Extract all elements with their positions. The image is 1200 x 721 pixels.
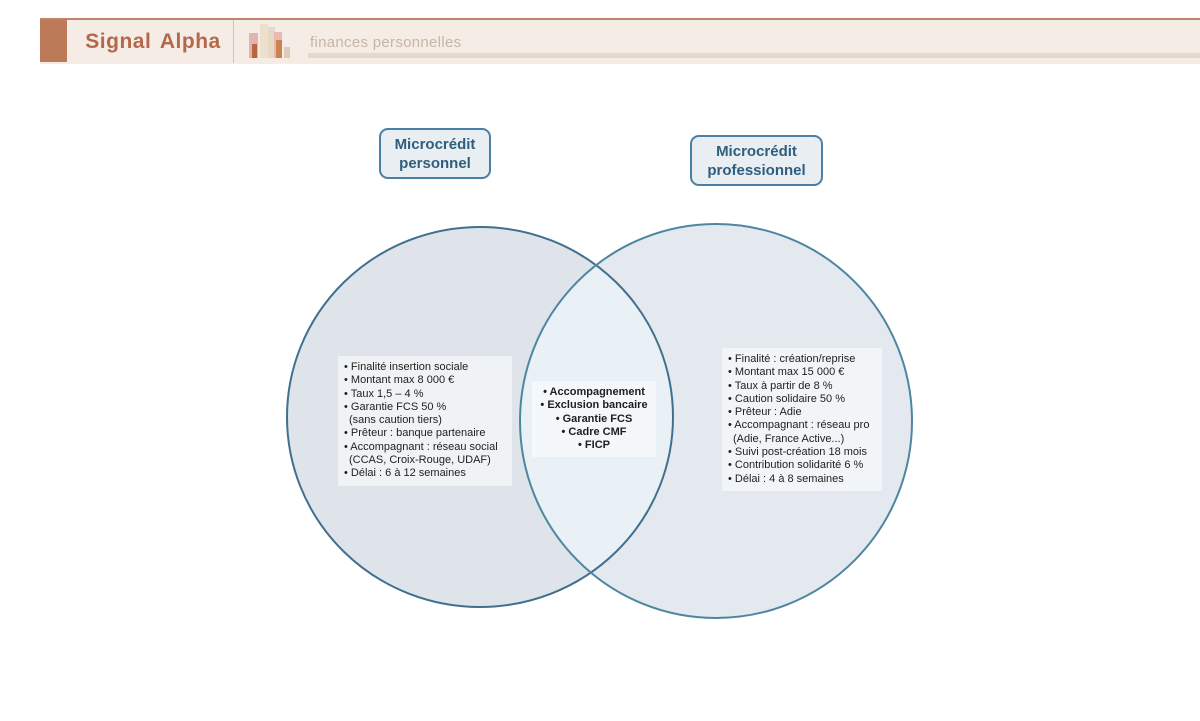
list-item: • Finalité : création/reprise [728, 353, 856, 365]
bar-chart-icon-bar [276, 40, 282, 58]
list-item: • Prêteur : banque partenaire [344, 427, 486, 440]
list-item-continuation: (sans caution tiers) [349, 414, 442, 427]
header-divider [233, 20, 234, 63]
list-item-continuation: (Adie, France Active...) [733, 432, 845, 445]
right-title-line1: Microcrédit [716, 142, 797, 160]
topic-input[interactable]: finances personnelles [308, 18, 1200, 64]
topic-underline [308, 53, 1200, 58]
list-item: • Suivi post-création 18 mois [728, 446, 867, 459]
right-circle-title: Microcrédit professionnel [690, 135, 823, 186]
right-circle-outline [519, 223, 913, 619]
brand-title: Signal Alpha [85, 30, 221, 53]
list-item: • Accompagnant : réseau pro [728, 419, 870, 432]
list-item: • Exclusion bancaire [540, 399, 648, 412]
list-item: • Prêteur : Adie [728, 406, 802, 419]
left-title-line2: personnel [399, 154, 471, 172]
intersection-lens [520, 227, 673, 607]
bar-chart-icon [246, 22, 292, 58]
list-item: • Contribution solidarité 6 % [728, 459, 864, 472]
list-item: • Délai : 6 à 12 semaines [344, 467, 466, 480]
bar-chart-icon-bar [268, 27, 275, 58]
bar-chart-icon-bar [252, 44, 257, 58]
list-item: • Montant max 15 000 € [728, 366, 845, 379]
list-item: • FICP [578, 439, 610, 452]
topic-text: finances personnelles [310, 34, 462, 51]
list-item: • Cadre CMF [561, 425, 627, 438]
left-circle-list: • Finalité insertion sociale • Montant m… [338, 356, 512, 486]
list-item: • Caution solidaire 50 % [728, 392, 845, 405]
list-item: • Délai : 4 à 8 semaines [728, 472, 844, 485]
list-item: • Garantie FCS [555, 412, 633, 425]
bar-chart-icon-bar [284, 47, 290, 58]
intersection-list: • Accompagnement • Exclusion bancaire • … [532, 381, 656, 458]
right-title-line2: professionnel [707, 161, 806, 179]
list-item: • Taux à partir de 8 % [728, 379, 833, 392]
list-item: • Accompagnement [543, 386, 645, 398]
list-item-continuation: (CCAS, Croix-Rouge, UDAF) [349, 454, 491, 467]
list-item: • Taux 1,5 – 4 % [344, 387, 424, 400]
list-item: • Finalité insertion sociale [344, 361, 469, 373]
brand-square [40, 20, 67, 62]
list-item: • Garantie FCS 50 % [344, 400, 447, 413]
left-circle-outline [286, 226, 674, 608]
left-circle-title: Microcrédit personnel [379, 128, 491, 179]
list-item: • Accompagnant : réseau social [344, 440, 498, 453]
bar-chart-icon-bar [260, 24, 268, 58]
right-circle-list: • Finalité : création/reprise • Montant … [722, 348, 882, 491]
list-item: • Montant max 8 000 € [344, 374, 455, 387]
left-title-line1: Microcrédit [394, 135, 476, 153]
